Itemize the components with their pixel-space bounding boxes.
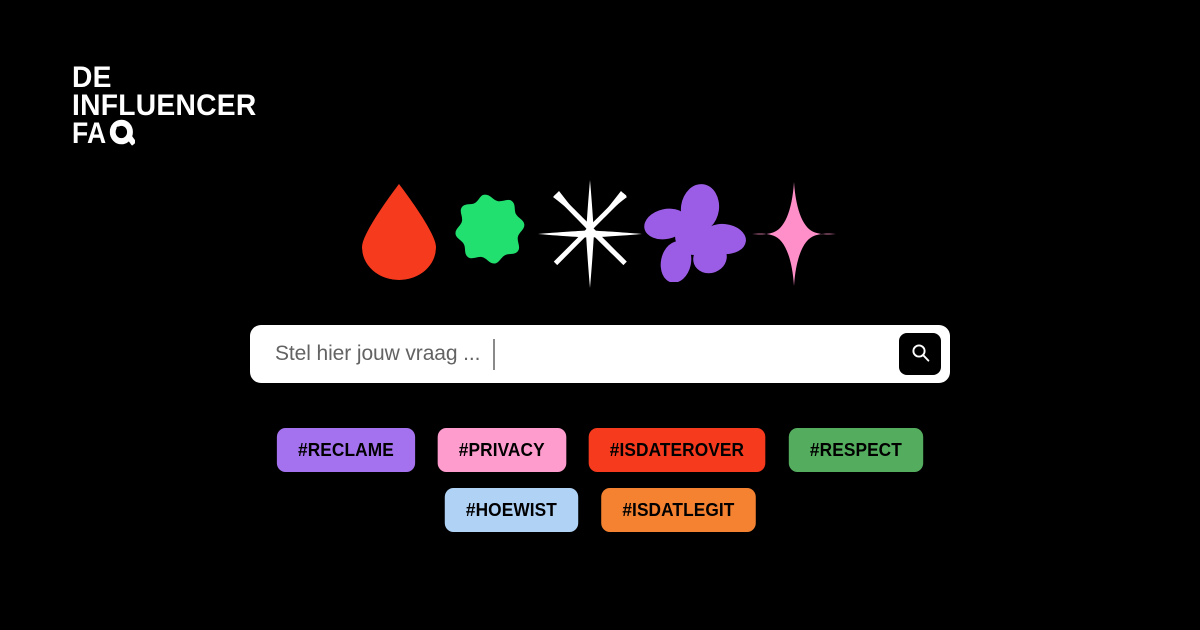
logo-faq-text: FA bbox=[72, 117, 107, 151]
search-icon bbox=[911, 343, 930, 365]
search-bar[interactable] bbox=[250, 325, 950, 383]
four-point-star-shape bbox=[752, 182, 836, 286]
tag-isdatlegit[interactable]: #ISDATLEGIT bbox=[600, 488, 756, 532]
logo-line-faq: FA bbox=[72, 119, 257, 149]
logo-line-de: DE bbox=[72, 61, 112, 94]
tag-row-2: #HOEWIST #ISDATLEGIT bbox=[0, 488, 1200, 532]
tag-row-1: #RECLAME #PRIVACY #ISDATEROVER #RESPECT bbox=[0, 428, 1200, 472]
flower-shape bbox=[644, 184, 746, 283]
tag-list: #RECLAME #PRIVACY #ISDATEROVER #RESPECT … bbox=[0, 428, 1200, 548]
site-logo[interactable]: DE INFLUENCER FA bbox=[72, 61, 268, 149]
search-submit-button[interactable] bbox=[899, 333, 941, 375]
tag-isdaterover[interactable]: #ISDATEROVER bbox=[588, 428, 766, 472]
decorative-shapes-row bbox=[0, 170, 1200, 295]
magnifier-q-icon bbox=[109, 119, 137, 149]
tag-hoewist[interactable]: #HOEWIST bbox=[444, 488, 578, 532]
tag-privacy[interactable]: #PRIVACY bbox=[437, 428, 566, 472]
eight-point-sparkle-shape bbox=[538, 180, 642, 288]
teardrop-shape bbox=[362, 184, 436, 280]
tag-respect[interactable]: #RESPECT bbox=[788, 428, 924, 472]
scalloped-blob-shape bbox=[444, 192, 526, 276]
tag-reclame[interactable]: #RECLAME bbox=[276, 428, 415, 472]
text-cursor-caret bbox=[493, 339, 495, 370]
logo-line-influencer: INFLUENCER bbox=[72, 88, 257, 122]
search-input[interactable] bbox=[250, 325, 899, 383]
